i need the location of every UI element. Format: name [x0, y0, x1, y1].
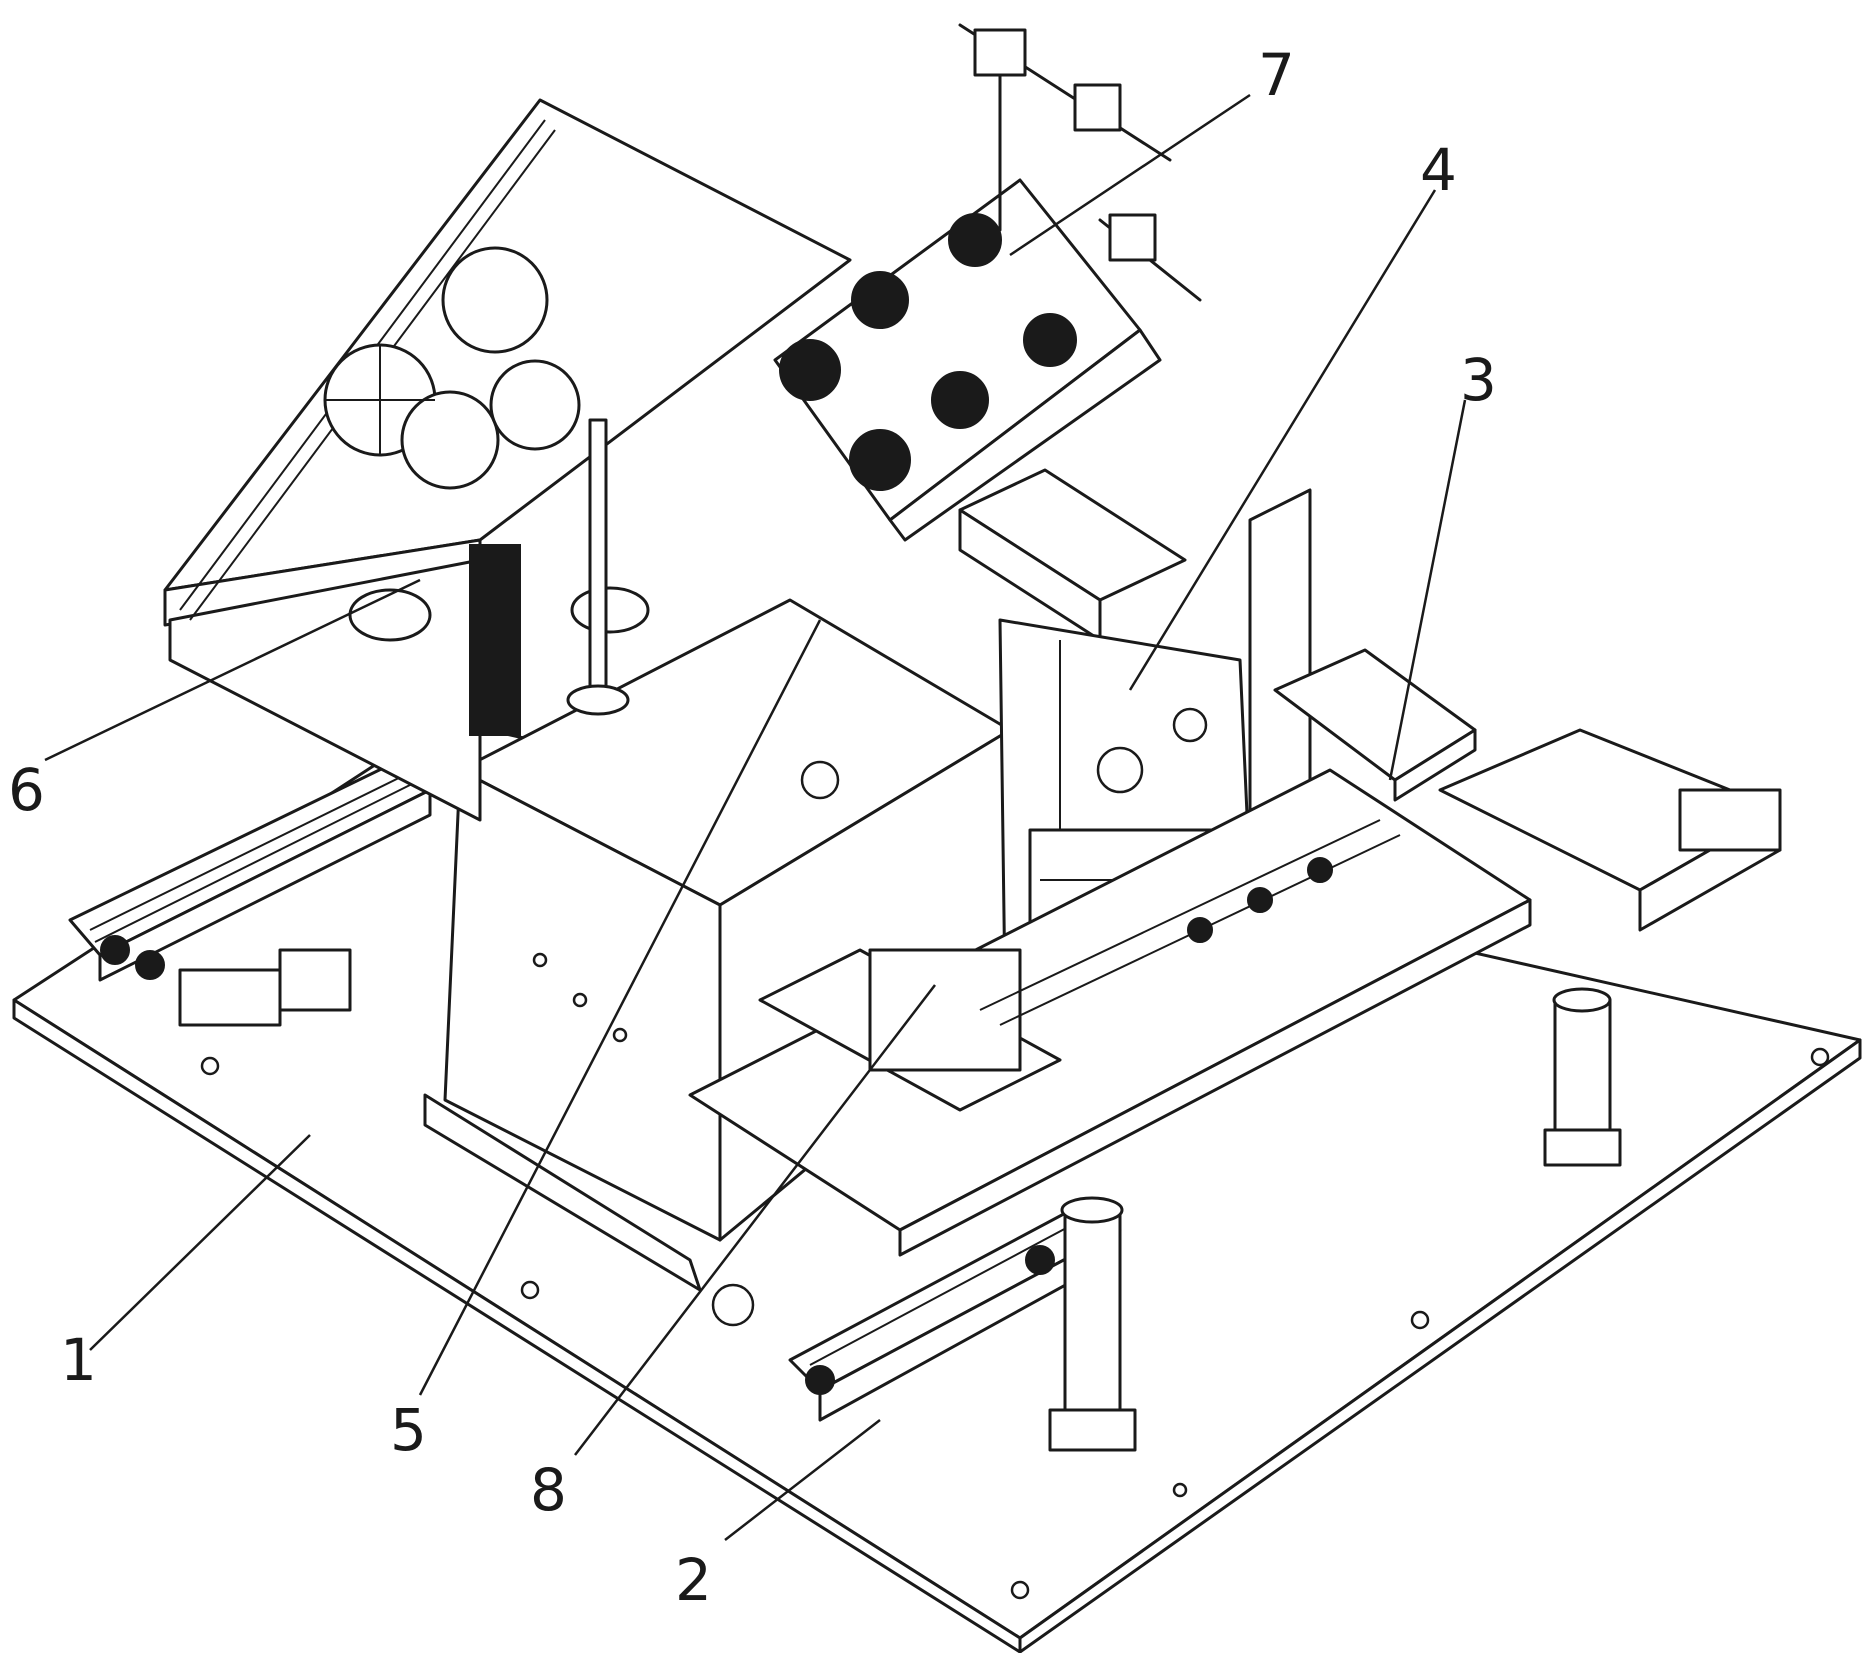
callout-5: 5	[390, 1396, 427, 1464]
camera-head-assembly	[775, 25, 1200, 540]
callout-7: 7	[1258, 41, 1295, 109]
callout-1: 1	[60, 1326, 97, 1394]
callout-8: 8	[530, 1456, 567, 1524]
leader-1	[90, 1135, 310, 1350]
callout-3: 3	[1460, 346, 1497, 414]
callout-2: 2	[675, 1546, 712, 1614]
callout-6: 6	[8, 756, 45, 824]
callout-4: 4	[1420, 136, 1457, 204]
